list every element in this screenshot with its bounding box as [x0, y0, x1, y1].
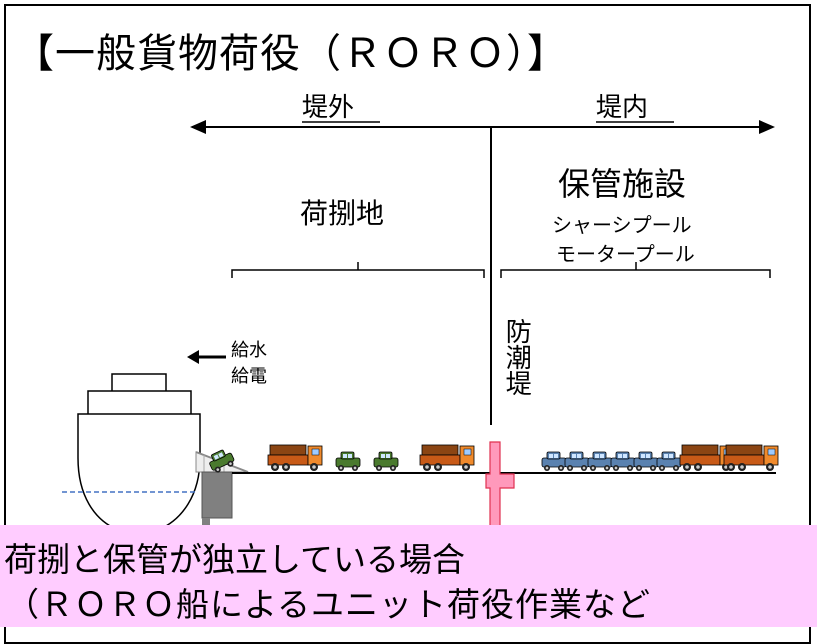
- truck-yard-2: [419, 444, 475, 471]
- quay-wall: [201, 471, 233, 528]
- services-arrow: [187, 350, 226, 364]
- vehicles-layer: [209, 444, 779, 473]
- cargo-yard-label: 荷捌地: [300, 197, 385, 230]
- car-storage-4: [610, 451, 636, 471]
- motor-pool-label: モータープール: [556, 242, 695, 266]
- roro-ship: [77, 373, 201, 531]
- truck-yard-1: [267, 444, 323, 471]
- car-yard-1: [335, 451, 361, 471]
- car-on-ramp: [209, 449, 235, 473]
- seawall-label: 防潮堤: [501, 318, 532, 396]
- car-storage-5: [633, 451, 659, 471]
- caption-line-1: 荷捌と保管が独立している場合: [4, 540, 466, 579]
- zone-arrow: [190, 120, 775, 134]
- zone-inside-label: 堤内: [596, 93, 649, 123]
- yard-bracket: [231, 262, 485, 278]
- caption-box: 荷捌と保管が独立している場合 （ＲＯＲＯ船によるユニット荷役作業など: [0, 525, 817, 627]
- car-storage-6: [656, 451, 682, 471]
- chassis-pool-label: シャーシプール: [552, 213, 692, 237]
- storage-facility-label: 保管施設: [558, 165, 687, 203]
- caption-line-2: （ＲＯＲＯ船によるユニット荷役作業など: [6, 585, 652, 624]
- truck-storage-2: [723, 444, 779, 471]
- power-supply-label: 給電: [231, 366, 267, 387]
- car-storage-2: [564, 451, 590, 471]
- water-supply-label: 給水: [231, 340, 267, 361]
- car-storage-1: [541, 451, 567, 471]
- storage-bracket: [500, 262, 771, 278]
- zone-outside-label: 堤外: [302, 93, 355, 123]
- car-yard-2: [373, 451, 399, 471]
- car-storage-3: [587, 451, 613, 471]
- page-title: 【一般貨物荷役（ＲＯＲＯ）】: [14, 31, 568, 77]
